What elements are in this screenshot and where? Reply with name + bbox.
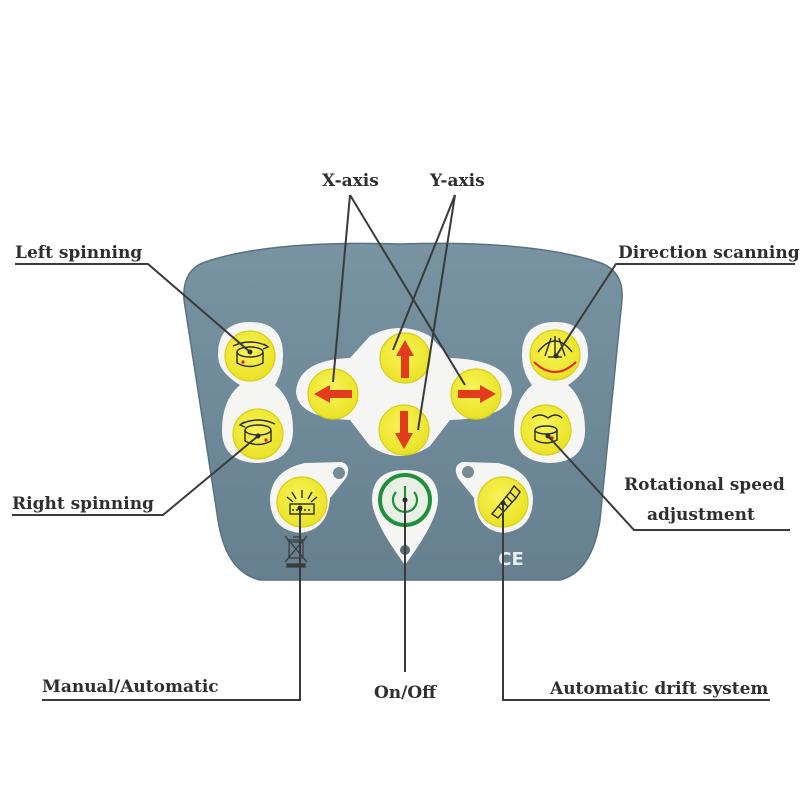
leader-x-axis-left (332, 194, 351, 383)
direction-pad (296, 328, 512, 456)
arrow-down-icon (395, 411, 413, 449)
left-spin-button[interactable] (224, 330, 276, 382)
label-rotational-speed-1: Rotational speed (624, 475, 785, 495)
leader-dots (247, 349, 559, 511)
label-on-off: On/Off (374, 683, 437, 703)
leader-rotational-speed (547, 435, 790, 531)
label-direction-scanning: Direction scanning (618, 243, 800, 263)
manual-automatic-icon (286, 490, 318, 515)
label-x-axis: X-axis (322, 171, 379, 191)
leader-x-axis-right (349, 194, 466, 386)
label-rotational-speed-2: adjustment (647, 505, 755, 525)
label-automatic-drift: Automatic drift system (549, 679, 768, 699)
arrow-down-button[interactable] (378, 404, 430, 456)
ce-mark: CE (498, 549, 524, 570)
label-left-spinning: Left spinning (15, 243, 142, 263)
leader-y-axis-down (417, 194, 456, 431)
weee-bin-icon (284, 535, 308, 568)
arrow-right-button[interactable] (450, 368, 502, 420)
leader-manual-automatic (42, 508, 301, 701)
leader-automatic-drift (502, 503, 770, 701)
direction-scan-icon (533, 336, 577, 373)
leader-direction-scanning (555, 263, 795, 357)
label-y-axis: Y-axis (429, 171, 485, 191)
rotational-speed-button[interactable] (520, 404, 572, 456)
label-right-spinning: Right spinning (12, 494, 154, 514)
drift-led (462, 466, 474, 478)
leader-right-spinning (12, 435, 259, 516)
manual-auto-led (333, 467, 345, 479)
leader-lines (12, 194, 795, 701)
arrow-left-icon (314, 385, 352, 403)
arrow-up-icon (396, 340, 414, 378)
manual-automatic-button[interactable] (276, 476, 328, 528)
left-spin-icon (232, 341, 270, 368)
arrow-right-icon (458, 385, 496, 403)
label-manual-automatic: Manual/Automatic (42, 677, 219, 697)
leader-left-spinning (15, 263, 251, 353)
arrow-up-button[interactable] (379, 332, 431, 384)
leader-y-axis-up (392, 194, 456, 351)
arrow-left-button[interactable] (307, 368, 359, 420)
right-spin-icon (238, 419, 276, 446)
